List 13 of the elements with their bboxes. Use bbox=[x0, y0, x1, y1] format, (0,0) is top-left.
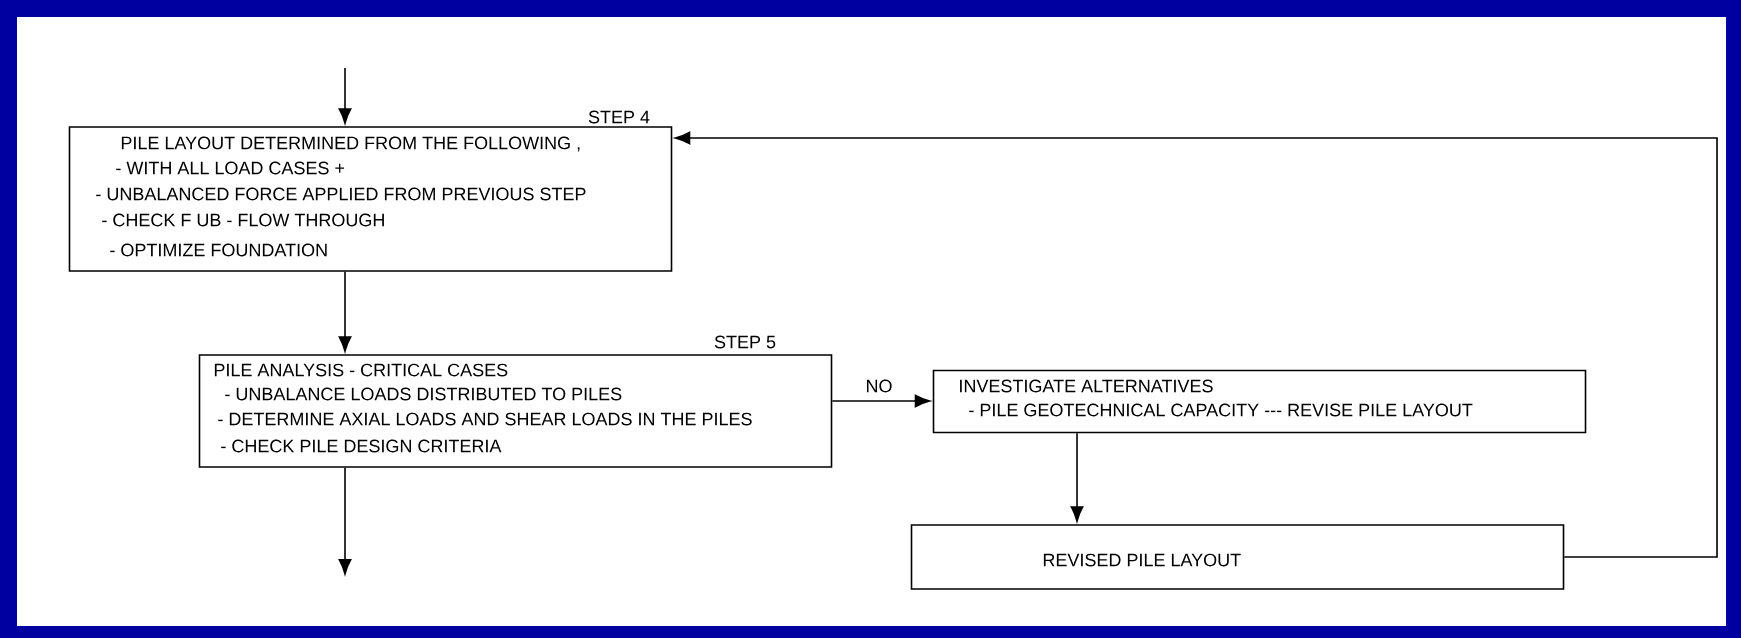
step-label: STEP 5 bbox=[714, 335, 776, 349]
process-box: PILE LAYOUT DETERMINED FROM THE FOLLOWING , - WITH ALL LOAD CASES + - UNBALANCED FORCE APPLIED FROM PREVIOUS STEP - CHECK F UB - FLOW THROUGH - OPTIMIZE FOUNDATION bbox=[68, 126, 673, 272]
step-label: STEP 4 bbox=[588, 110, 650, 124]
arrow bbox=[831, 394, 931, 408]
arrow bbox=[338, 67, 352, 124]
arrow bbox=[674, 131, 1718, 558]
edge-label: NO bbox=[867, 379, 892, 393]
process-box: PILE ANALYSIS - CRITICAL CASES - UNBALANCE LOADS DISTRIBUTED TO PILES - DETERMINE AXIAL LOADS AND SHEAR LOADS IN THE PILES - CHECK PILE DESIGN CRITERIA bbox=[198, 354, 833, 468]
arrow bbox=[338, 467, 352, 575]
arrow bbox=[1070, 432, 1084, 522]
arrow bbox=[338, 271, 352, 352]
process-box: REVISED PILE LAYOUT bbox=[910, 524, 1565, 590]
process-box: INVESTIGATE ALTERNATIVES - PILE GEOTECHNICAL CAPACITY --- REVISE PILE LAYOUT bbox=[932, 369, 1587, 434]
